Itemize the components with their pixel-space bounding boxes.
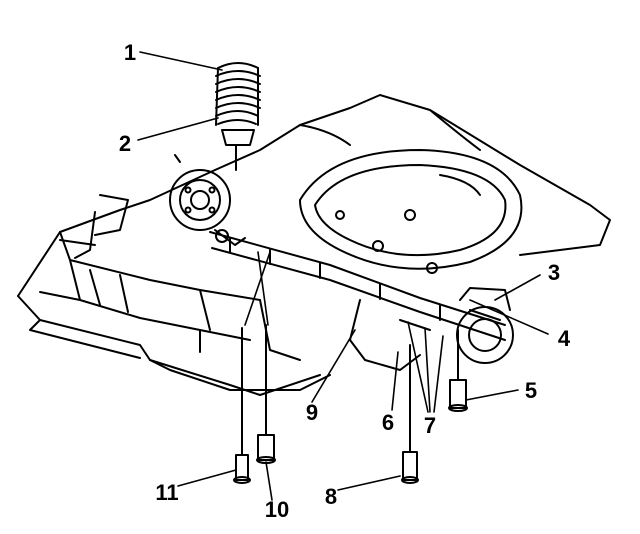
leader-lines: [137, 51, 549, 501]
leader-7c: [433, 335, 444, 413]
leader-3: [494, 274, 541, 301]
callout-10: 10: [264, 497, 290, 522]
bolt-8: [401, 344, 419, 484]
spare-tire-well: [299, 109, 523, 274]
callout-7: 7: [423, 413, 437, 438]
bolt-11: [233, 327, 251, 484]
leader-5: [465, 389, 519, 401]
leader-axle-2: [257, 251, 269, 326]
callout-11: 11: [155, 480, 179, 505]
leader-axle-1: [244, 251, 271, 326]
rear-axle-beam: [209, 231, 506, 371]
left-hub-knuckle: [169, 154, 246, 246]
callout-2: 2: [118, 131, 132, 156]
leader-7a: [407, 321, 429, 413]
leader-11: [177, 469, 237, 487]
callout-5: 5: [524, 378, 538, 403]
leader-8: [337, 475, 401, 491]
callout-8: 8: [324, 484, 338, 509]
leader-7b: [424, 327, 431, 413]
coil-spring-assembly: [215, 62, 261, 171]
bolt-5: [448, 329, 468, 412]
leader-4: [469, 299, 549, 335]
callout-1: 1: [123, 40, 137, 65]
callout-6: 6: [381, 410, 395, 435]
underbody-floor-pan: [17, 94, 611, 396]
leader-6: [391, 351, 399, 411]
callout-9: 9: [305, 400, 319, 425]
leader-2: [137, 117, 219, 141]
leader-1: [139, 51, 223, 71]
callout-3: 3: [547, 260, 561, 285]
callout-4: 4: [557, 326, 571, 351]
leader-9: [311, 329, 356, 403]
leader-10: [265, 461, 273, 501]
